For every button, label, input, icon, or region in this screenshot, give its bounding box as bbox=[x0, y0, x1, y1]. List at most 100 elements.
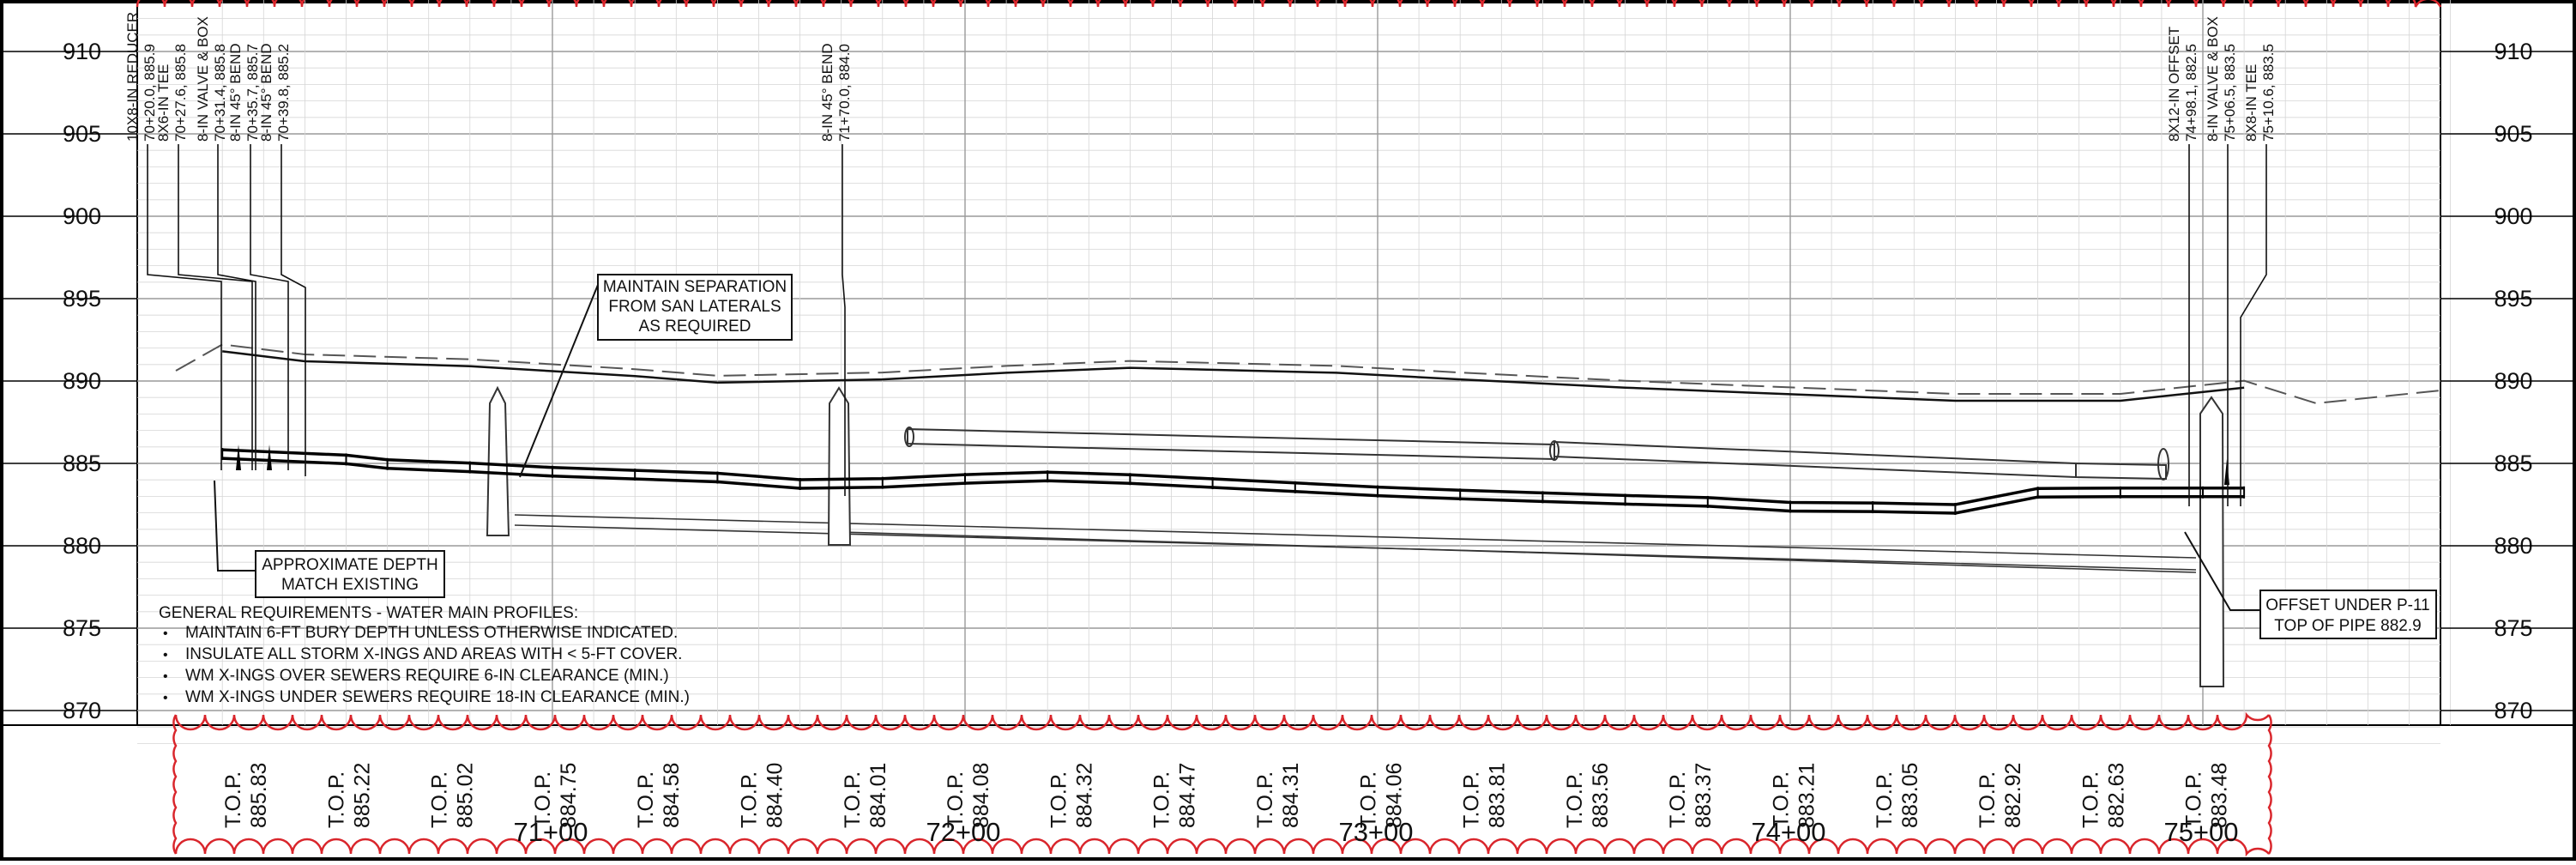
proposed-grade-line bbox=[222, 350, 2245, 402]
bullet-1: • bbox=[163, 626, 168, 641]
water-main-pipe bbox=[221, 445, 2246, 515]
top-of-pipe-value: 885.22 bbox=[350, 763, 374, 828]
fitting-leader bbox=[281, 144, 306, 476]
top-of-pipe-prefix: T.O.P. bbox=[1356, 771, 1380, 828]
manhole-1 bbox=[486, 385, 510, 536]
manhole-structures bbox=[486, 385, 2225, 687]
valve-marker bbox=[236, 445, 241, 470]
top-of-pipe-value: 883.21 bbox=[1795, 763, 1819, 828]
top-of-pipe-value: 884.58 bbox=[660, 763, 684, 828]
fitting-name: 8-IN VALVE & BOX bbox=[195, 16, 211, 142]
fitting-name: 8-IN 45° BEND bbox=[227, 43, 244, 142]
top-of-pipe-prefix: T.O.P. bbox=[1976, 771, 2000, 828]
pipe-end-2 bbox=[1549, 440, 1559, 461]
top-of-pipe-value: 884.47 bbox=[1176, 763, 1200, 828]
fitting-name: 8-IN 45° BEND bbox=[819, 43, 836, 142]
fitting-name: 8X8-IN TEE bbox=[2243, 64, 2259, 142]
bullet-4: • bbox=[163, 691, 168, 705]
fitting-station: 70+31.4, 885.8 bbox=[212, 44, 228, 142]
fitting-station: 70+20.0, 885.9 bbox=[142, 44, 158, 142]
revision-cloud-bottom bbox=[172, 711, 2272, 857]
top-of-pipe-value: 884.32 bbox=[1072, 763, 1096, 828]
top-of-pipe-value: 883.48 bbox=[2208, 763, 2232, 828]
callout-separation-line-2: FROM SAN LATERALS bbox=[608, 298, 781, 316]
top-of-pipe-prefix: T.O.P. bbox=[841, 771, 865, 828]
top-of-pipe-prefix: T.O.P. bbox=[324, 771, 348, 828]
callout-separation-line-1: MAINTAIN SEPARATION bbox=[603, 278, 787, 296]
manhole-3 bbox=[2199, 396, 2225, 687]
top-of-pipe-prefix: T.O.P. bbox=[221, 771, 245, 828]
general-requirements-item-2: INSULATE ALL STORM X-INGS AND AREAS WITH… bbox=[185, 645, 682, 663]
top-of-pipe-value: 884.40 bbox=[763, 763, 787, 828]
callout-offset-line-1: OFFSET UNDER P-11 bbox=[2265, 596, 2429, 614]
station-label: 72+00 bbox=[926, 817, 1000, 847]
fitting-station: 74+98.1, 882.5 bbox=[2183, 44, 2199, 142]
fitting-name: 8-IN 45° BEND bbox=[258, 43, 274, 142]
fitting-name: 8-IN VALVE & BOX bbox=[2205, 16, 2221, 142]
top-of-pipe-prefix: T.O.P. bbox=[1666, 771, 1690, 828]
pipe-crown bbox=[222, 448, 2245, 506]
valve-marker bbox=[267, 445, 272, 470]
san-pipe-3 bbox=[2075, 462, 2167, 481]
fitting-name: 8X12-IN OFFSET bbox=[2166, 27, 2182, 142]
top-of-pipe-value: 884.31 bbox=[1279, 763, 1303, 828]
fitting-station: 70+39.8, 885.2 bbox=[275, 44, 292, 142]
fitting-station: 75+10.6, 883.5 bbox=[2260, 44, 2277, 142]
callout-offset: OFFSET UNDER P-11 TOP OF PIPE 882.9 bbox=[2184, 531, 2437, 639]
top-of-pipe-prefix: T.O.P. bbox=[1150, 771, 1174, 828]
revision-cloud-top bbox=[136, 0, 2442, 8]
callout-separation-line-3: AS REQUIRED bbox=[639, 318, 751, 336]
callout-depth: APPROXIMATE DEPTH MATCH EXISTING bbox=[214, 480, 445, 598]
top-of-pipe-prefix: T.O.P. bbox=[1047, 771, 1071, 828]
callout-depth-line-2: MATCH EXISTING bbox=[281, 576, 419, 594]
fitting-leader bbox=[217, 144, 256, 470]
callout-offset-line-2: TOP OF PIPE 882.9 bbox=[2274, 617, 2421, 635]
top-of-pipe-value: 883.81 bbox=[1486, 763, 1510, 828]
fitting-leader bbox=[2240, 144, 2267, 506]
fitting-leader bbox=[147, 144, 222, 470]
top-of-pipe-value: 882.92 bbox=[2001, 763, 2025, 828]
fitting-station: 70+27.6, 885.8 bbox=[172, 44, 189, 142]
fitting-station: 70+35.7, 885.7 bbox=[244, 44, 261, 142]
top-of-pipe-prefix: T.O.P. bbox=[738, 771, 762, 828]
general-requirements-item-1: MAINTAIN 6-FT BURY DEPTH UNLESS OTHERWIS… bbox=[185, 624, 678, 642]
top-of-pipe-prefix: T.O.P. bbox=[1253, 771, 1277, 828]
station-label: 74+00 bbox=[1751, 817, 1825, 847]
lower-utility-lines bbox=[514, 514, 2197, 573]
top-of-pipe-prefix: T.O.P. bbox=[1873, 771, 1897, 828]
pipe-end-3 bbox=[2157, 448, 2169, 481]
fitting-name: 8X6-IN TEE bbox=[155, 64, 172, 142]
top-of-pipe-prefix: T.O.P. bbox=[2078, 771, 2102, 828]
top-of-pipe-value: 885.83 bbox=[247, 763, 271, 828]
callout-separation: MAINTAIN SEPARATION FROM SAN LATERALS AS… bbox=[519, 274, 793, 478]
fitting-station: 75+06.5, 883.5 bbox=[2222, 44, 2238, 142]
fitting-station: 71+70.0, 884.0 bbox=[836, 44, 853, 142]
fitting-name: 10X8-IN REDUCER bbox=[124, 12, 141, 142]
top-of-pipe-value: 885.02 bbox=[454, 763, 478, 828]
top-of-pipe-value: 883.05 bbox=[1898, 763, 1922, 828]
top-of-pipe-prefix: T.O.P. bbox=[1770, 771, 1794, 828]
fitting-leader bbox=[250, 144, 289, 470]
top-of-pipe-value: 883.37 bbox=[1692, 763, 1716, 828]
top-of-pipe-prefix: T.O.P. bbox=[428, 771, 452, 828]
existing-ground-dashed bbox=[175, 343, 2441, 405]
top-of-pipe-prefix: T.O.P. bbox=[634, 771, 658, 828]
station-label: 75+00 bbox=[2163, 817, 2238, 847]
top-of-pipe-value: 882.63 bbox=[2104, 763, 2128, 828]
general-requirements-title: GENERAL REQUIREMENTS - WATER MAIN PROFIL… bbox=[159, 604, 578, 622]
bullet-2: • bbox=[163, 648, 168, 662]
top-of-pipe-value: 884.06 bbox=[1382, 763, 1406, 828]
pipe-invert bbox=[222, 457, 2245, 515]
station-label: 71+00 bbox=[513, 817, 588, 847]
fitting-leader bbox=[842, 144, 846, 496]
general-requirements-item-3: WM X-INGS OVER SEWERS REQUIRE 6-IN CLEAR… bbox=[185, 667, 669, 685]
grid bbox=[137, 0, 2452, 744]
fitting-leader bbox=[178, 144, 253, 470]
